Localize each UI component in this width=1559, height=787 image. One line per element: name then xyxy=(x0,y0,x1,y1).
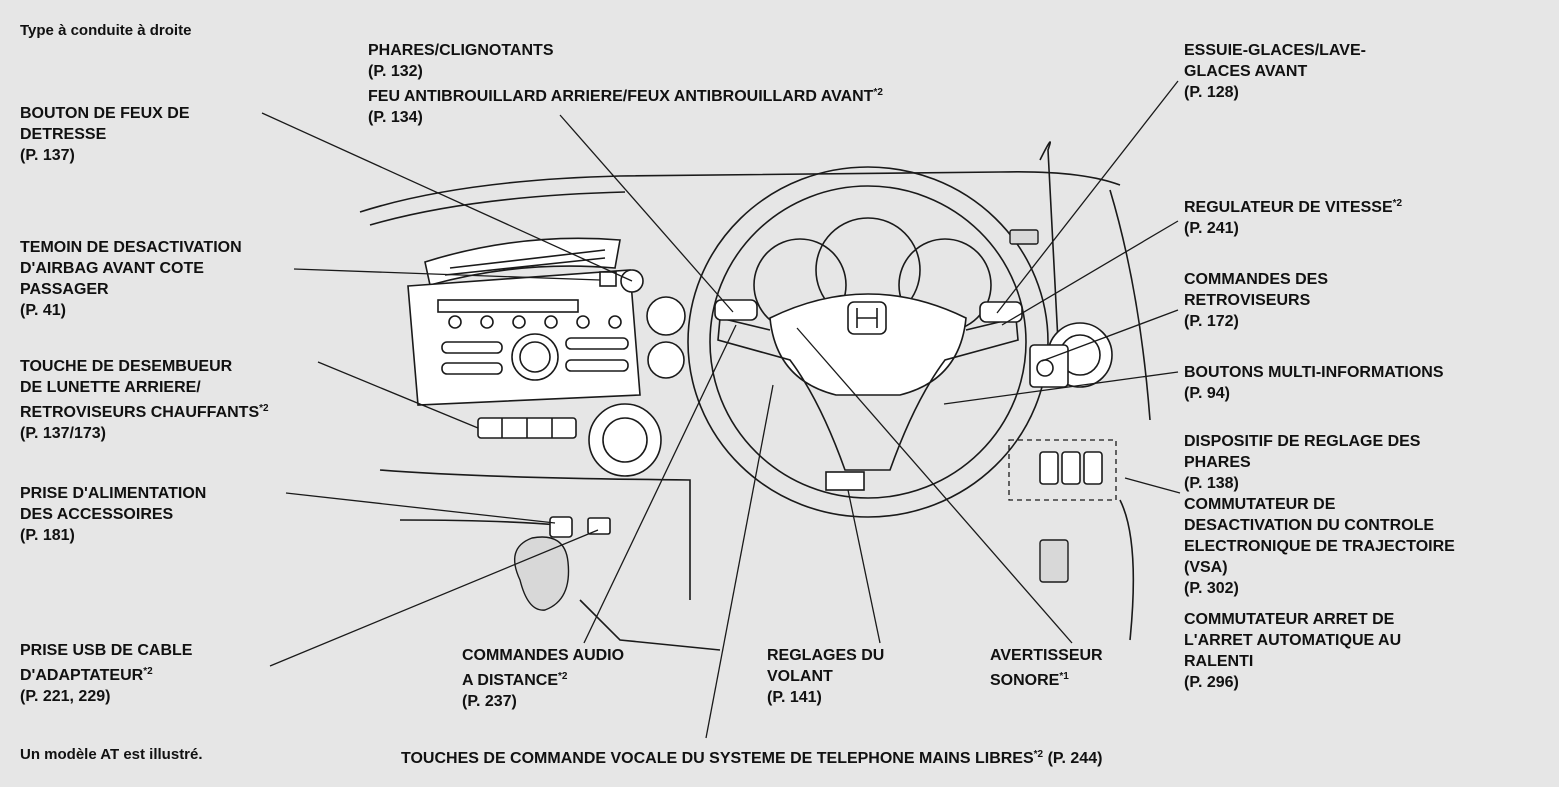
label-steering-adjust: REGLAGES DU VOLANT (P. 141) xyxy=(767,647,885,706)
gear-lever xyxy=(513,536,570,611)
steering-wheel xyxy=(687,166,1049,518)
label-defogger: TOUCHE DE DESEMBUEUR DE LUNETTE ARRIERE/… xyxy=(20,358,269,442)
console-line xyxy=(379,469,691,600)
label-hazard-button: BOUTON DE FEUX DE DETRESSE (P. 137) xyxy=(20,105,190,164)
switch-panel xyxy=(1008,439,1117,501)
mirror-control xyxy=(1029,344,1069,388)
adjust-lever xyxy=(825,471,865,491)
door-contour xyxy=(1119,499,1135,641)
accessory-sockets xyxy=(549,516,611,538)
defogger-buttons xyxy=(477,417,577,439)
label-airbag-indicator: TEMOIN DE DESACTIVATION D'AIRBAG AVANT C… xyxy=(20,239,242,319)
console-base xyxy=(579,599,721,651)
left-control-pod xyxy=(714,299,758,321)
audio-unit xyxy=(407,269,641,406)
side-grille xyxy=(1009,229,1039,245)
a-pillar xyxy=(1039,141,1061,381)
right-pillar xyxy=(1109,189,1151,421)
model-note: Un modèle AT est illustré. xyxy=(20,746,203,763)
label-mirror-controls: COMMANDES DES RETROVISEURS (P. 172) xyxy=(1184,271,1329,330)
label-headlights: PHARES/CLIGNOTANTS(P. 132)FEU ANTIBROUIL… xyxy=(368,42,883,126)
airbag-indicator xyxy=(599,271,617,287)
side-knob xyxy=(646,296,686,336)
label-cruise-control: REGULATEUR DE VITESSE*2(P. 241) xyxy=(1184,198,1403,237)
label-voice-control: TOUCHES DE COMMANDE VOCALE DU SYSTEME DE… xyxy=(401,749,1103,767)
side-knob-2 xyxy=(647,341,685,379)
dash-top-inner xyxy=(369,191,626,226)
console-line-2 xyxy=(399,519,561,526)
right-control-pod xyxy=(979,301,1023,323)
honda-logo-icon xyxy=(847,301,887,335)
center-air-vent xyxy=(424,237,621,286)
climate-dial xyxy=(588,403,662,477)
dash-top-contour xyxy=(359,170,1121,213)
label-multi-info: BOUTONS MULTI-INFORMATIONS (P. 94) xyxy=(1184,364,1444,402)
label-idle-stop-switch: COMMUTATEUR ARRET DE L'ARRET AUTOMATIQUE… xyxy=(1184,611,1402,691)
lower-switch xyxy=(1039,539,1069,583)
leader-lines xyxy=(261,80,1181,739)
label-power-socket: PRISE D'ALIMENTATION DES ACCESSOIRES (P.… xyxy=(20,485,207,544)
label-headlight-adjuster: DISPOSITIF DE REGLAGE DES PHARES (P. 138… xyxy=(1184,433,1421,492)
label-vsa-switch: COMMUTATEUR DE DESACTIVATION DU CONTROLE… xyxy=(1184,496,1455,597)
drive-type-note: Type à conduite à droite xyxy=(20,22,192,39)
label-wipers: ESSUIE-GLACES/LAVE- GLACES AVANT (P. 128… xyxy=(1184,42,1366,101)
